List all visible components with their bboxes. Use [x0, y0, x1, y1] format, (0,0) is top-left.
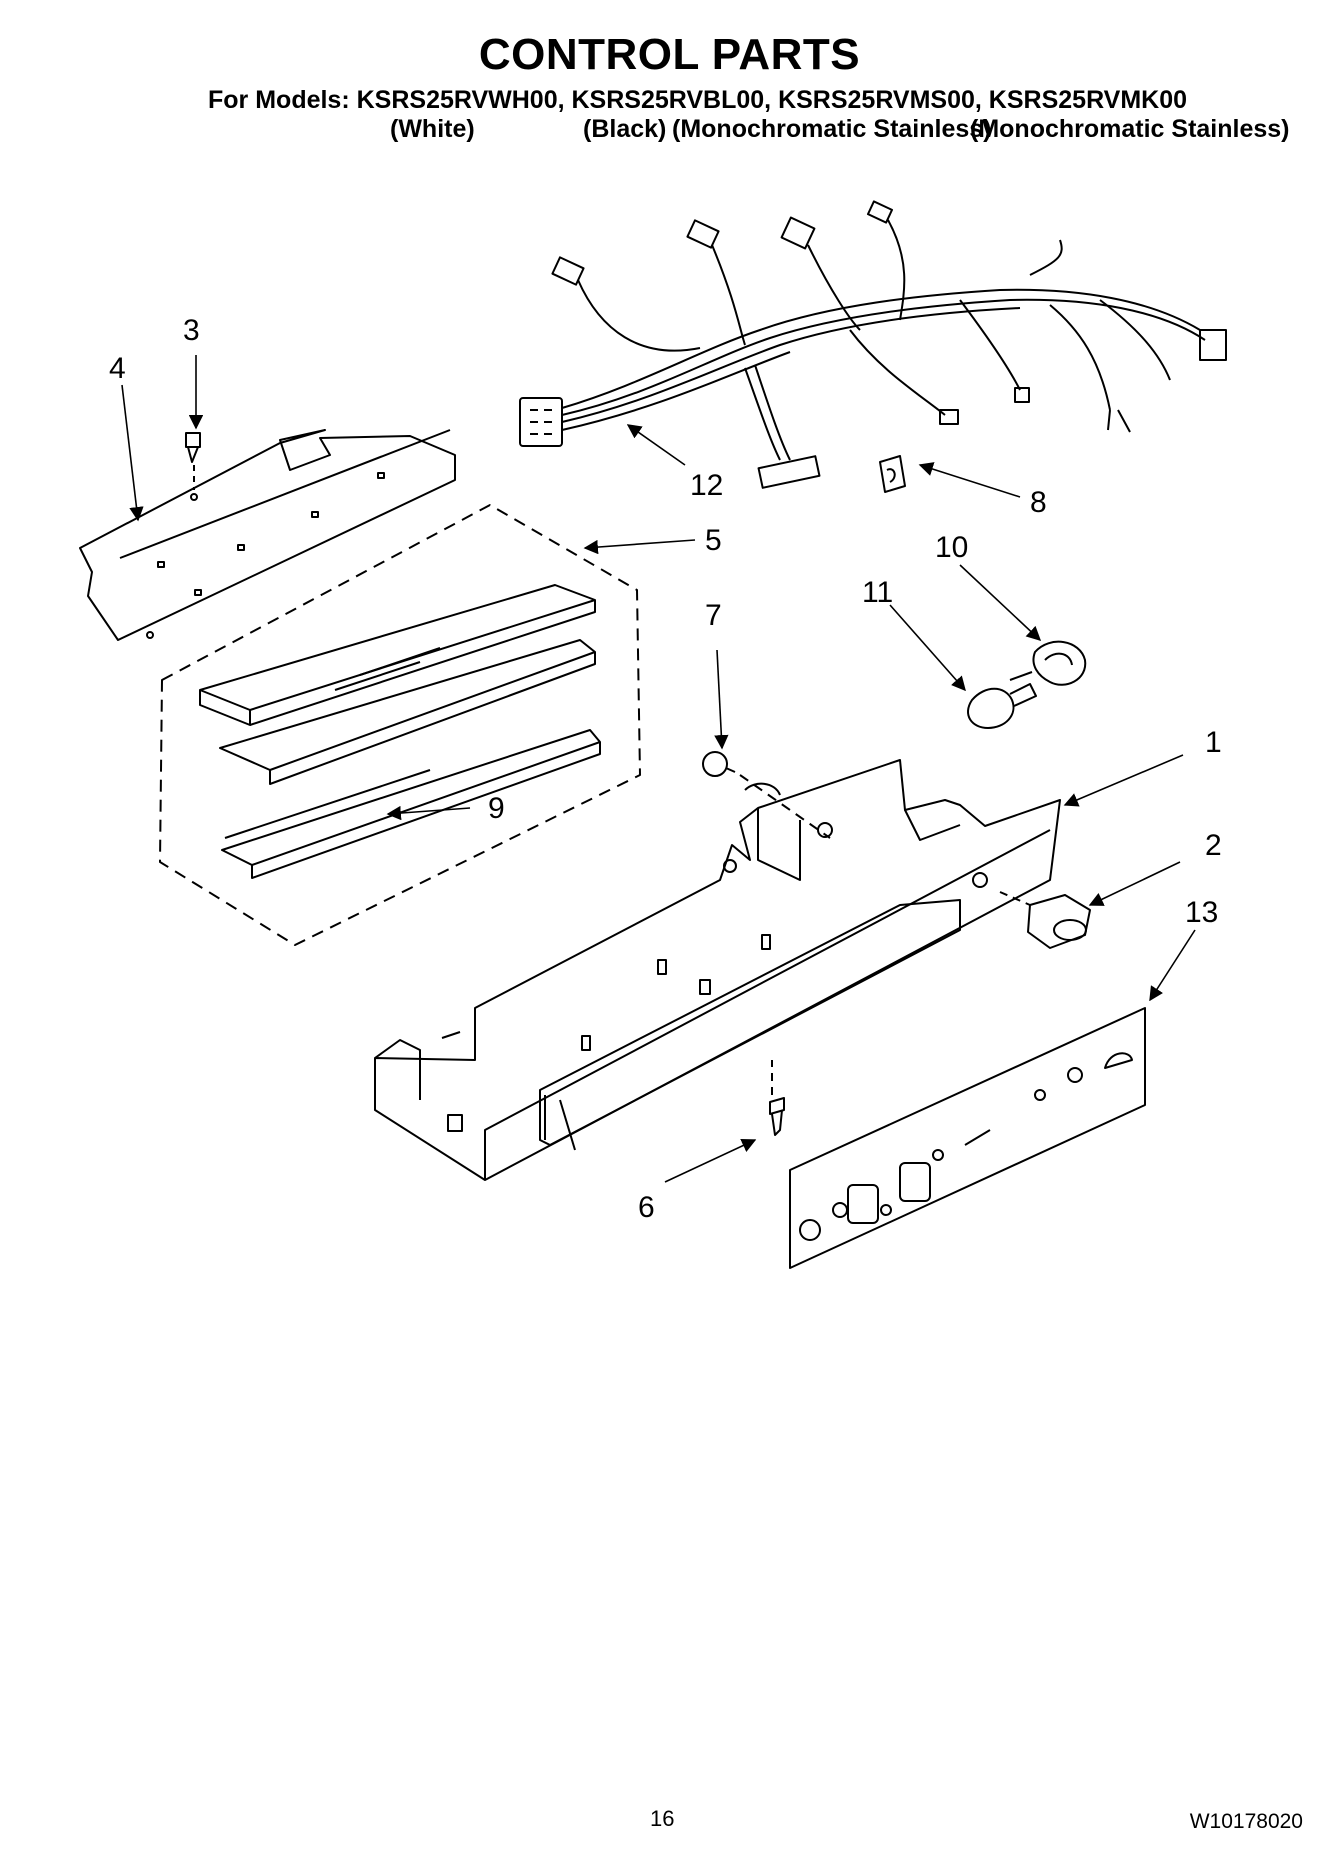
variant-mono-stainless-2: (Monochromatic Stainless) [970, 115, 1290, 143]
callout-5: 5 [705, 524, 722, 557]
part-12-wire-harness [519, 200, 1227, 489]
callout-3: 3 [183, 314, 200, 347]
part-9-display-board [224, 769, 431, 839]
variant-mono-stainless-1: (Monochromatic Stainless) [672, 115, 992, 143]
callout-8: 8 [1030, 486, 1047, 519]
part-13-overlay-faceplate [789, 1007, 1146, 1269]
part-8-clip [879, 455, 906, 493]
part-7-fastener [702, 751, 831, 839]
models-line: For Models: KSRS25RVWH00, KSRS25RVBL00, … [208, 86, 1188, 114]
variant-white: (White) [390, 115, 475, 143]
part-10-lamp-socket [1009, 640, 1087, 686]
callout-7: 7 [705, 599, 722, 632]
callout-11: 11 [862, 576, 893, 609]
callout-10: 10 [935, 531, 968, 564]
callout-6: 6 [638, 1191, 655, 1224]
part-6-screw [769, 1060, 785, 1136]
callout-4: 4 [109, 352, 126, 385]
page-title: CONTROL PARTS [478, 30, 861, 79]
part-2-switch [999, 891, 1091, 949]
part-11-light-bulb [967, 683, 1037, 729]
callout-labels: 1 2 3 4 5 6 7 8 9 10 11 12 13 [109, 314, 1222, 1224]
page-number: 16 [650, 1806, 675, 1831]
callout-leaders [121, 355, 1196, 1183]
part-4-mounting-plate [79, 429, 456, 641]
part-5-control-board-assembly [159, 504, 641, 946]
callout-12: 12 [690, 469, 723, 502]
variant-black: (Black) [583, 115, 667, 143]
part-1-control-housing [374, 759, 1061, 1181]
callout-13: 13 [1185, 896, 1218, 929]
callout-2: 2 [1205, 829, 1222, 862]
callout-9: 9 [488, 792, 505, 825]
document-number: W10178020 [1189, 1810, 1303, 1833]
callout-1: 1 [1205, 726, 1222, 759]
part-3-screw [185, 432, 201, 501]
